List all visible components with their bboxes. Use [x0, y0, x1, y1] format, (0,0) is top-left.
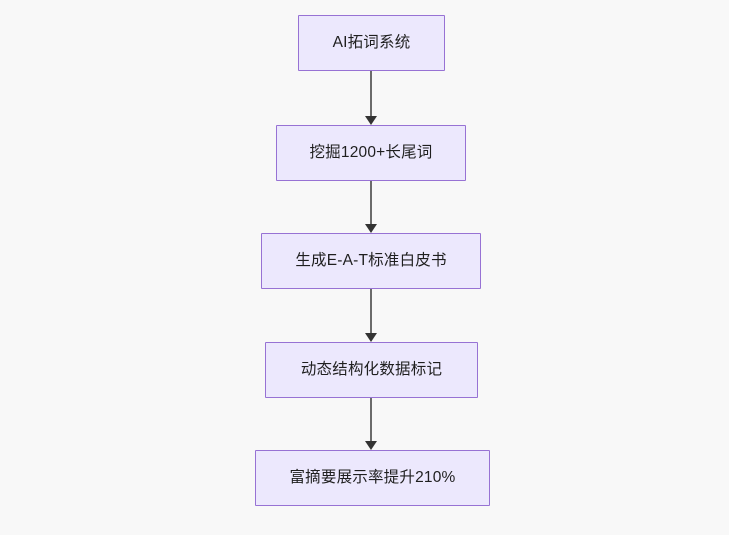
flowchart-node-3-label: 生成E-A-T标准白皮书 — [295, 251, 447, 269]
flowchart-edge-3-line — [370, 289, 372, 337]
flowchart-node-2[interactable]: 挖掘1200+长尾词 — [276, 125, 466, 181]
flowchart-node-4[interactable]: 动态结构化数据标记 — [265, 342, 478, 398]
flowchart-node-4-label: 动态结构化数据标记 — [300, 360, 443, 378]
flowchart-edge-2-line — [370, 181, 372, 228]
flowchart-node-1-label: AI拓词系统 — [332, 33, 411, 51]
flowchart-edge-4-line — [370, 398, 372, 445]
flowchart-node-5[interactable]: 富摘要展示率提升210% — [255, 450, 490, 506]
flowchart-edge-2-arrow-icon — [365, 224, 377, 233]
flowchart-edge-1-line — [370, 71, 372, 120]
flowchart-edge-1-arrow-icon — [365, 116, 377, 125]
flowchart-edge-4-arrow-icon — [365, 441, 377, 450]
flowchart-node-5-label: 富摘要展示率提升210% — [289, 468, 456, 486]
flowchart-node-2-label: 挖掘1200+长尾词 — [309, 143, 433, 161]
flowchart-node-1[interactable]: AI拓词系统 — [298, 15, 445, 71]
flowchart-node-3[interactable]: 生成E-A-T标准白皮书 — [261, 233, 481, 289]
flowchart-edge-3-arrow-icon — [365, 333, 377, 342]
